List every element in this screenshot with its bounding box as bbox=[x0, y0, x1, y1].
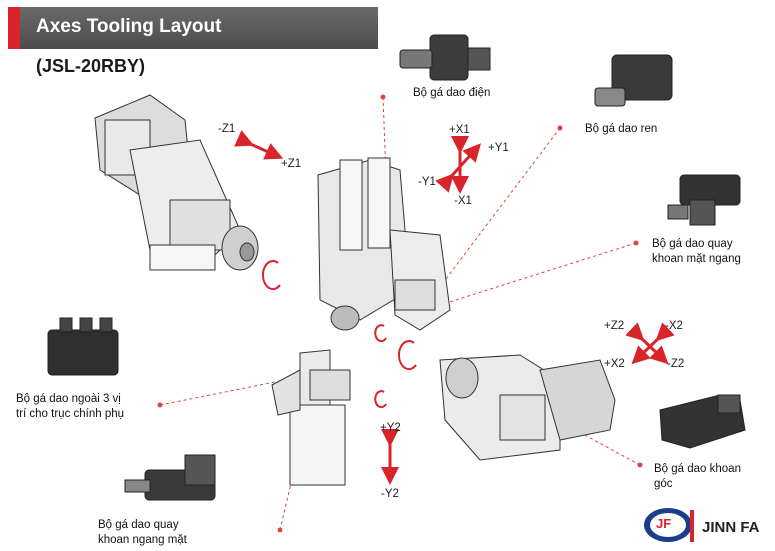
label-electric-holder: Bộ gá dao điện bbox=[413, 87, 491, 99]
axis-label-y2-minus: -Y2 bbox=[381, 488, 399, 500]
axis-label-x2-plus: +X2 bbox=[604, 358, 625, 370]
face-drill-holder-icon bbox=[124, 454, 216, 501]
cross-drill-holder-icon bbox=[667, 174, 741, 226]
outer-holder-icon bbox=[47, 317, 119, 376]
main-spindle-unit bbox=[94, 94, 259, 271]
label-face-drill-2: khoan ngang mặt bbox=[98, 534, 187, 546]
axis-label-z2-plus: +Z2 bbox=[604, 320, 625, 332]
logo-text: JINN FA bbox=[702, 519, 760, 536]
rotation-arrows bbox=[261, 260, 417, 409]
label-outer-holder-2: trí cho trục chính phụ bbox=[16, 408, 125, 420]
label-thread-holder: Bộ gá dao ren bbox=[585, 123, 658, 135]
axis-label-y2-plus: +Y2 bbox=[380, 422, 401, 434]
label-face-drill-1: Bộ gá dao quay bbox=[98, 519, 179, 531]
back-tool-block bbox=[271, 349, 351, 486]
axis-label-z2-minus: -Z2 bbox=[667, 358, 685, 370]
title-accent-stripe bbox=[8, 7, 20, 49]
label-cross-drill-1: Bộ gá dao quay bbox=[652, 238, 733, 250]
label-angle-drill-1: Bộ gá dao khoan bbox=[654, 463, 741, 475]
axis-label-x1-plus: +X1 bbox=[449, 124, 470, 136]
leader-dots bbox=[157, 94, 643, 533]
angle-drill-holder-icon bbox=[659, 394, 746, 449]
axis-label-y1-plus: +Y1 bbox=[488, 142, 509, 154]
axis-arrows bbox=[234, 130, 675, 485]
label-outer-holder-1: Bộ gá dao ngoài 3 vị bbox=[16, 393, 121, 405]
axis-label-z1-plus: +Z1 bbox=[281, 158, 302, 170]
label-angle-drill-2: góc bbox=[654, 478, 673, 490]
title-banner bbox=[8, 7, 378, 49]
electric-holder-icon bbox=[399, 34, 491, 81]
sub-spindle-unit bbox=[439, 354, 616, 461]
axis-label-x1-minus: -X1 bbox=[454, 195, 472, 207]
logo-mark-text: JF bbox=[656, 516, 672, 531]
axis-label-x2-minus: -X2 bbox=[665, 320, 683, 332]
page-title: Axes Tooling Layout bbox=[36, 16, 222, 37]
gang-tool-post bbox=[317, 157, 451, 331]
logo-mark bbox=[644, 508, 694, 542]
axis-label-z1-minus: -Z1 bbox=[218, 123, 236, 135]
thread-holder-icon bbox=[594, 54, 673, 107]
label-cross-drill-2: khoan mặt ngang bbox=[652, 253, 741, 265]
page-subtitle: (JSL-20RBY) bbox=[36, 56, 146, 76]
axis-label-y1-minus: -Y1 bbox=[418, 176, 436, 188]
